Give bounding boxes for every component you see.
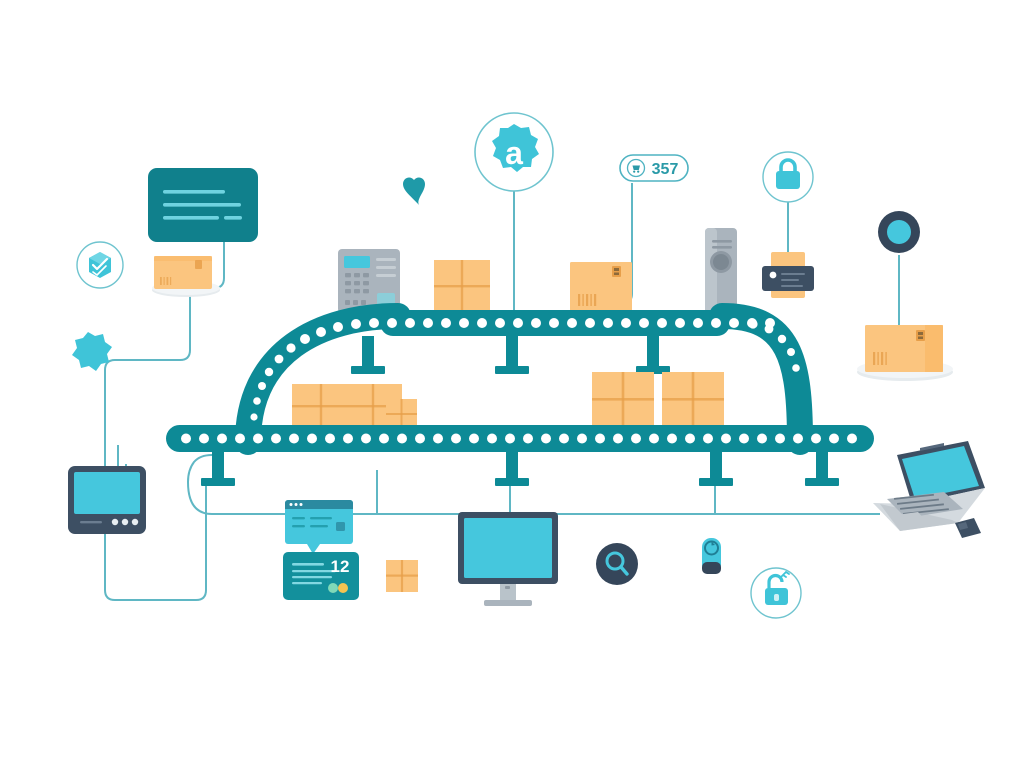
- list-item[interactable]: [386, 399, 417, 430]
- list-item[interactable]: [762, 252, 814, 298]
- upper-belt-arc-rollers: [250, 318, 379, 421]
- search-icon[interactable]: [596, 543, 638, 585]
- upper-conveyor-belt[interactable]: [235, 303, 813, 455]
- gear-icon[interactable]: [72, 332, 112, 371]
- remote-device[interactable]: [702, 538, 721, 574]
- brand-logo-icon[interactable]: a: [474, 112, 554, 192]
- list-item[interactable]: [434, 260, 490, 313]
- item-count-badge[interactable]: 357: [619, 154, 689, 182]
- unlock-icon[interactable]: [750, 567, 802, 619]
- tablet-device[interactable]: [68, 466, 146, 534]
- upper-belt-right-arc-rollers: [748, 319, 800, 372]
- list-item[interactable]: [592, 372, 654, 430]
- lower-belt-legs: [201, 452, 839, 486]
- connector-belt-to-laptop: [186, 454, 880, 515]
- lower-belt-rollers: [181, 433, 857, 444]
- desktop-monitor[interactable]: [458, 512, 558, 606]
- list-item[interactable]: [386, 560, 418, 592]
- heart-icon[interactable]: [403, 177, 425, 205]
- laptop-device[interactable]: [873, 441, 985, 531]
- upper-belt-legs: [351, 336, 670, 374]
- pos-terminal[interactable]: [338, 249, 400, 313]
- scanner-tower[interactable]: [705, 228, 737, 314]
- item-count-value: 357: [652, 161, 679, 178]
- verified-package-icon[interactable]: [76, 241, 124, 289]
- payment-card-number: 12: [331, 557, 350, 576]
- browser-window-popup[interactable]: [285, 500, 353, 554]
- brand-logo-letter: a: [505, 135, 523, 171]
- lower-conveyor-belt[interactable]: [166, 425, 874, 452]
- upper-belt-rollers: [387, 318, 775, 328]
- list-item[interactable]: [865, 325, 943, 372]
- list-item[interactable]: [154, 256, 212, 289]
- mouse-device[interactable]: [955, 518, 981, 538]
- list-item[interactable]: [570, 262, 632, 313]
- lock-icon[interactable]: [762, 151, 814, 203]
- camera-lens-icon[interactable]: [878, 211, 920, 253]
- info-card[interactable]: [148, 168, 258, 242]
- payment-card[interactable]: 12: [283, 552, 359, 600]
- list-item[interactable]: [292, 384, 350, 430]
- connector-lens-to-package: [898, 255, 916, 335]
- list-item[interactable]: [662, 372, 724, 430]
